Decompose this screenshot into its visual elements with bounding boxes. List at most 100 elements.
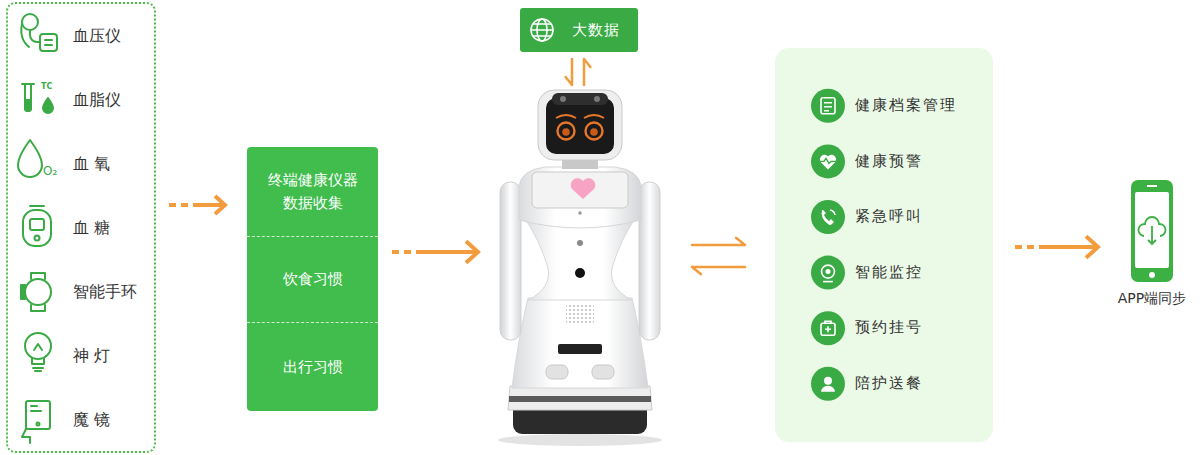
monitor-icon bbox=[811, 256, 845, 290]
blood-lipid-icon bbox=[25, 100, 31, 111]
robot-pupil bbox=[562, 128, 570, 136]
warning-icon bbox=[811, 144, 845, 178]
half-arrow bbox=[692, 267, 745, 274]
robot-chest-screen bbox=[532, 172, 628, 208]
badge-label: 大数据 bbox=[572, 8, 620, 52]
arrow-shaft bbox=[392, 250, 478, 254]
globe-icon bbox=[531, 24, 553, 36]
half-arrow bbox=[566, 59, 572, 85]
service-name: 预约挂号 bbox=[855, 300, 923, 356]
blood-glucose-icon bbox=[30, 205, 44, 207]
lamp-icon bbox=[25, 333, 51, 371]
data-item: 饮食习惯 bbox=[247, 237, 378, 323]
mirror-icon bbox=[22, 429, 30, 443]
robot-foot-pad bbox=[546, 365, 568, 379]
call-icon bbox=[830, 210, 835, 215]
flow-arrow bbox=[392, 241, 478, 263]
blood-pressure-icon bbox=[40, 34, 57, 51]
lamp-icon bbox=[25, 333, 51, 359]
robot-eye bbox=[586, 123, 603, 140]
device-name: 血压仪 bbox=[73, 4, 121, 68]
robot-sensor bbox=[578, 211, 582, 215]
data-item: 终端健康仪器 数据收集 bbox=[247, 147, 378, 237]
monitor-icon bbox=[826, 269, 831, 274]
flow-arrow bbox=[566, 59, 591, 85]
robot-lower-body bbox=[512, 298, 648, 388]
robot-brows bbox=[556, 115, 604, 118]
record-icon bbox=[811, 89, 845, 123]
robot-sensor bbox=[577, 240, 583, 246]
blood-oxygen-icon bbox=[18, 140, 42, 177]
blood-lipid-icon bbox=[22, 83, 34, 85]
smart-band-icon bbox=[31, 273, 45, 311]
warning-icon bbox=[820, 155, 836, 170]
half-arrow bbox=[692, 238, 745, 245]
arrow-head bbox=[1086, 236, 1098, 258]
blood-glucose-icon bbox=[23, 206, 51, 246]
o2-mark: O₂ bbox=[43, 164, 57, 178]
globe-icon bbox=[531, 19, 553, 41]
warning-icon bbox=[820, 158, 836, 163]
call-icon bbox=[811, 200, 845, 234]
service-panel: 健康档案管理健康预警紧急呼叫智能监控预约挂号陪护送餐 bbox=[775, 48, 993, 442]
service-name: 紧急呼叫 bbox=[855, 189, 923, 245]
robot-node bbox=[488, 90, 665, 442]
arrow-shaft bbox=[1015, 245, 1098, 249]
record-icon bbox=[821, 98, 835, 114]
lamp-icon bbox=[32, 358, 44, 371]
record-icon bbox=[824, 103, 832, 111]
device-name: 血脂仪 bbox=[73, 68, 121, 132]
robot-illustration bbox=[498, 90, 662, 446]
robot-right-arm bbox=[639, 182, 660, 340]
robot-base bbox=[508, 386, 652, 410]
phone-speaker bbox=[1147, 185, 1157, 187]
call-icon bbox=[811, 200, 845, 234]
robot-slot bbox=[558, 344, 602, 354]
robot-eye bbox=[558, 123, 575, 140]
blood-pressure-icon bbox=[30, 30, 40, 42]
device-name: 神 灯 bbox=[73, 324, 110, 388]
blood-lipid-icon bbox=[43, 98, 53, 113]
smart-band-icon bbox=[21, 273, 51, 311]
robot-pupil bbox=[590, 128, 598, 136]
arrow-head bbox=[215, 196, 225, 214]
lamp-icon bbox=[34, 344, 42, 350]
service-name: 健康档案管理 bbox=[855, 78, 957, 134]
robot-camera bbox=[560, 96, 566, 102]
blood-glucose-icon bbox=[30, 219, 44, 230]
booking-icon bbox=[811, 311, 845, 345]
smart-band-icon bbox=[21, 285, 25, 299]
booking-icon bbox=[811, 311, 845, 345]
robot-left-arm bbox=[500, 182, 521, 340]
warning-icon bbox=[811, 144, 845, 178]
phone-body bbox=[1131, 180, 1173, 282]
monitor-icon bbox=[823, 281, 833, 283]
flow-arrow bbox=[692, 238, 745, 274]
record-icon bbox=[811, 89, 845, 123]
device-name: 智能手环 bbox=[73, 260, 137, 324]
service-icons bbox=[811, 89, 845, 401]
data-item: 出行习惯 bbox=[247, 323, 378, 411]
robot-base-stripe bbox=[509, 396, 651, 402]
app-label: APP端同步 bbox=[1118, 288, 1186, 308]
blood-pressure-icon bbox=[45, 40, 52, 45]
blood-glucose-icon bbox=[23, 210, 51, 246]
globe-icon bbox=[531, 19, 553, 41]
download-arrow bbox=[1148, 226, 1156, 244]
booking-icon bbox=[825, 321, 831, 332]
blood-glucose-icon bbox=[35, 236, 40, 241]
call-icon bbox=[822, 210, 834, 225]
device-icons bbox=[18, 14, 57, 443]
label-holder: TC bbox=[41, 82, 52, 92]
mirror-icon bbox=[37, 423, 40, 426]
tc-mark: TC bbox=[41, 82, 52, 92]
phone-screen bbox=[1135, 192, 1169, 268]
blood-pressure-icon bbox=[21, 24, 29, 47]
robot-speaker bbox=[566, 305, 594, 325]
robot-head bbox=[538, 90, 622, 160]
blood-pressure-icon bbox=[22, 14, 38, 30]
robot-face bbox=[546, 98, 614, 154]
